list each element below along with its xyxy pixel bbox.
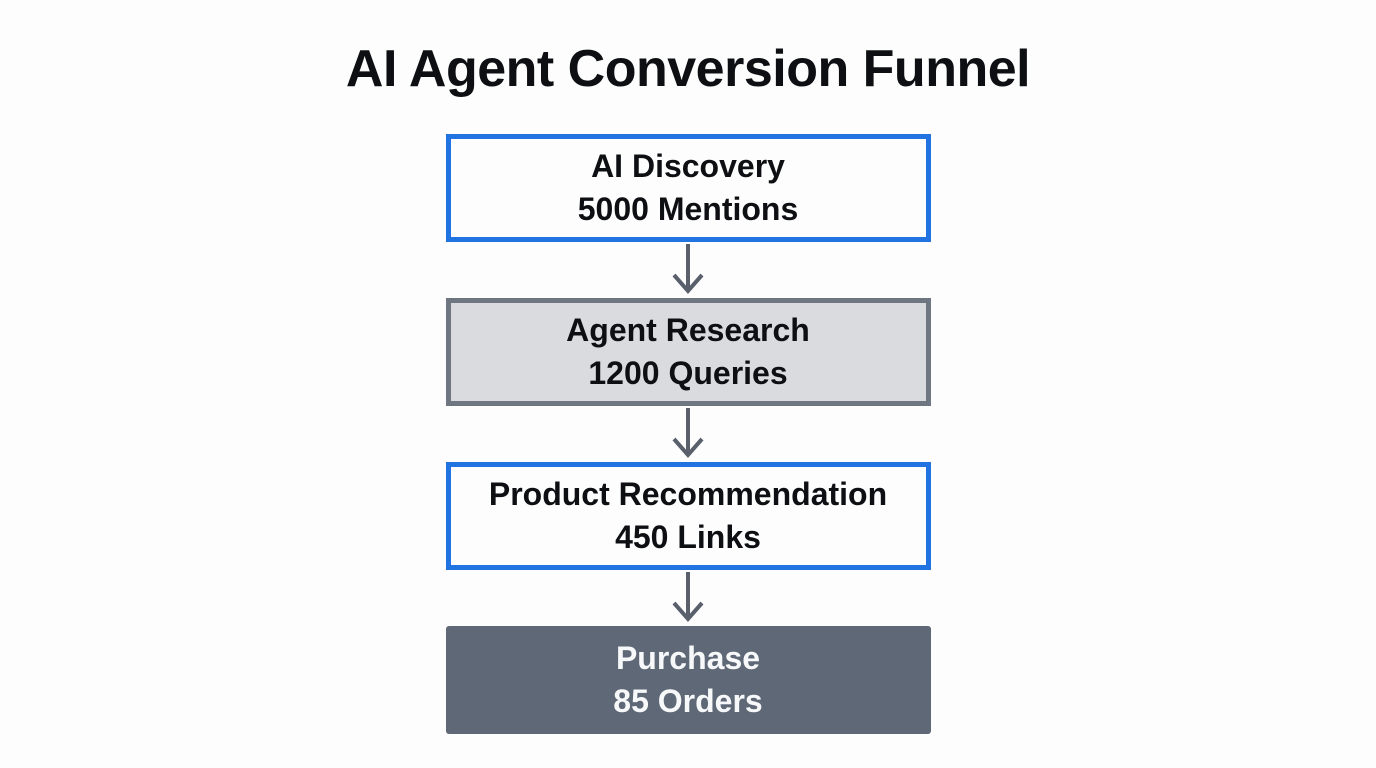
- stage-product-recommendation: Product Recommendation 450 Links: [445, 462, 931, 570]
- stage-label: Agent Research: [566, 312, 810, 348]
- stage-metric: 1200 Queries: [588, 355, 788, 391]
- stage-metric: 85 Orders: [613, 683, 763, 719]
- stage-metric: 450 Links: [615, 519, 761, 555]
- down-arrow-icon: [671, 242, 705, 298]
- stage-label: AI Discovery: [591, 148, 785, 184]
- page-title: AI Agent Conversion Funnel: [345, 40, 1031, 98]
- stage-label: Purchase: [615, 640, 761, 676]
- stage-ai-discovery: AI Discovery 5000 Mentions: [445, 134, 931, 242]
- down-arrow-icon: [671, 570, 705, 626]
- stage-agent-research: Agent Research 1200 Queries: [445, 298, 931, 406]
- down-arrow-icon: [671, 406, 705, 462]
- stage-metric: 5000 Mentions: [577, 191, 799, 227]
- funnel-stages: AI Discovery 5000 Mentions Agent Researc…: [445, 134, 931, 734]
- stage-purchase: Purchase 85 Orders: [445, 626, 931, 734]
- stage-label: Product Recommendation: [488, 476, 888, 512]
